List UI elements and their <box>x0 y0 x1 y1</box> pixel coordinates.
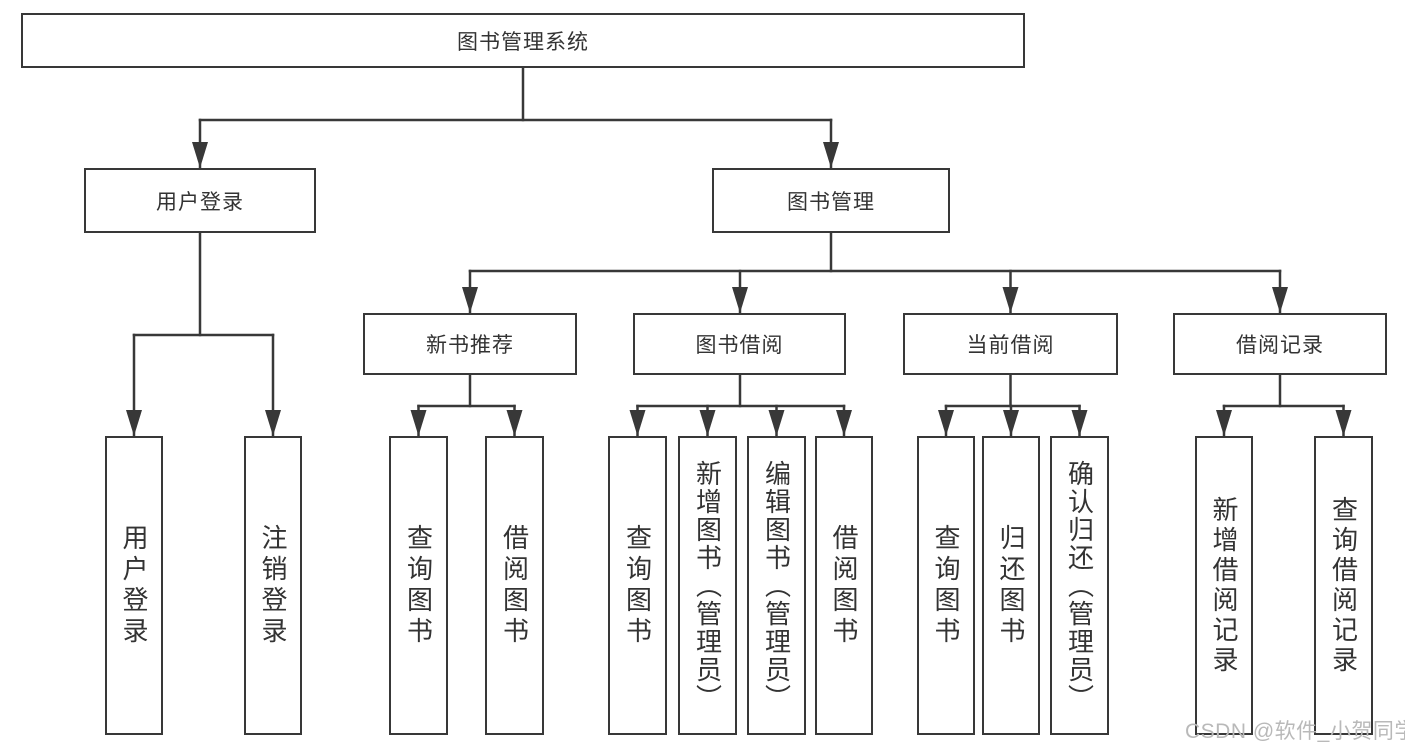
leaf-query-books-2-label: 查询图书 <box>622 523 653 648</box>
leaf-borrow-books-1-label: 借阅图书 <box>499 523 530 648</box>
leaf-logout-label: 注销登录 <box>258 523 288 648</box>
leaf-borrow-books-2: 借阅图书 <box>815 436 873 735</box>
leaf-query-books-2: 查询图书 <box>608 436 667 735</box>
node-current-borrow: 当前借阅 <box>903 313 1118 375</box>
leaf-borrow-books-1: 借阅图书 <box>485 436 544 735</box>
leaf-add-borrow-record: 新增借阅记录 <box>1195 436 1253 735</box>
node-book-management: 图书管理 <box>712 168 950 233</box>
node-user-login-label: 用户登录 <box>156 190 244 214</box>
leaf-query-books-3-label: 查询图书 <box>931 523 961 648</box>
leaf-user-login-label: 用户登录 <box>119 523 149 648</box>
leaf-edit-books-admin-label: 编辑图书（管理员） <box>761 459 792 712</box>
leaf-query-books-1: 查询图书 <box>389 436 448 735</box>
leaf-confirm-return-admin: 确认归还（管理员） <box>1050 436 1109 735</box>
connector-root-to-level2 <box>192 66 839 170</box>
leaf-borrow-books-2-label: 借阅图书 <box>829 523 859 648</box>
node-borrow-records-label: 借阅记录 <box>1236 334 1324 357</box>
leaf-confirm-return-admin-label: 确认归还（管理员） <box>1064 459 1095 712</box>
connector-book-borrow-leaves <box>629 373 852 438</box>
node-book-borrow: 图书借阅 <box>633 313 846 375</box>
leaf-logout: 注销登录 <box>244 436 302 735</box>
leaf-return-books: 归还图书 <box>982 436 1040 735</box>
node-book-management-label: 图书管理 <box>787 190 875 214</box>
connector-book-mgmt-to-level3 <box>462 231 1288 315</box>
node-current-borrow-label: 当前借阅 <box>966 334 1055 357</box>
leaf-return-books-label: 归还图书 <box>996 523 1026 648</box>
leaf-query-borrow-record-label: 查询借阅记录 <box>1328 495 1359 676</box>
leaf-add-books-admin: 新增图书（管理员） <box>678 436 737 735</box>
connector-borrow-records-leaves <box>1216 373 1352 438</box>
node-new-book-recommend-label: 新书推荐 <box>426 334 514 357</box>
leaf-edit-books-admin: 编辑图书（管理员） <box>747 436 806 735</box>
node-borrow-records: 借阅记录 <box>1173 313 1387 375</box>
node-system-root: 图书管理系统 <box>21 13 1025 68</box>
csdn-watermark: CSDN @软件_小贺同学 <box>1185 720 1405 743</box>
leaf-query-books-1-label: 查询图书 <box>403 523 434 648</box>
node-system-root-label: 图书管理系统 <box>457 30 589 54</box>
node-user-login: 用户登录 <box>84 168 316 233</box>
node-book-borrow-label: 图书借阅 <box>695 334 784 357</box>
leaf-user-login: 用户登录 <box>105 436 163 735</box>
leaf-query-books-3: 查询图书 <box>917 436 975 735</box>
leaf-add-books-admin-label: 新增图书（管理员） <box>692 459 723 712</box>
leaf-add-borrow-record-label: 新增借阅记录 <box>1209 495 1239 676</box>
leaf-query-borrow-record: 查询借阅记录 <box>1314 436 1373 735</box>
node-new-book-recommend: 新书推荐 <box>363 313 577 375</box>
connector-new-book-leaves <box>410 373 523 438</box>
connector-user-login-leaves <box>126 231 281 438</box>
connector-current-borrow-leaves <box>938 373 1088 438</box>
